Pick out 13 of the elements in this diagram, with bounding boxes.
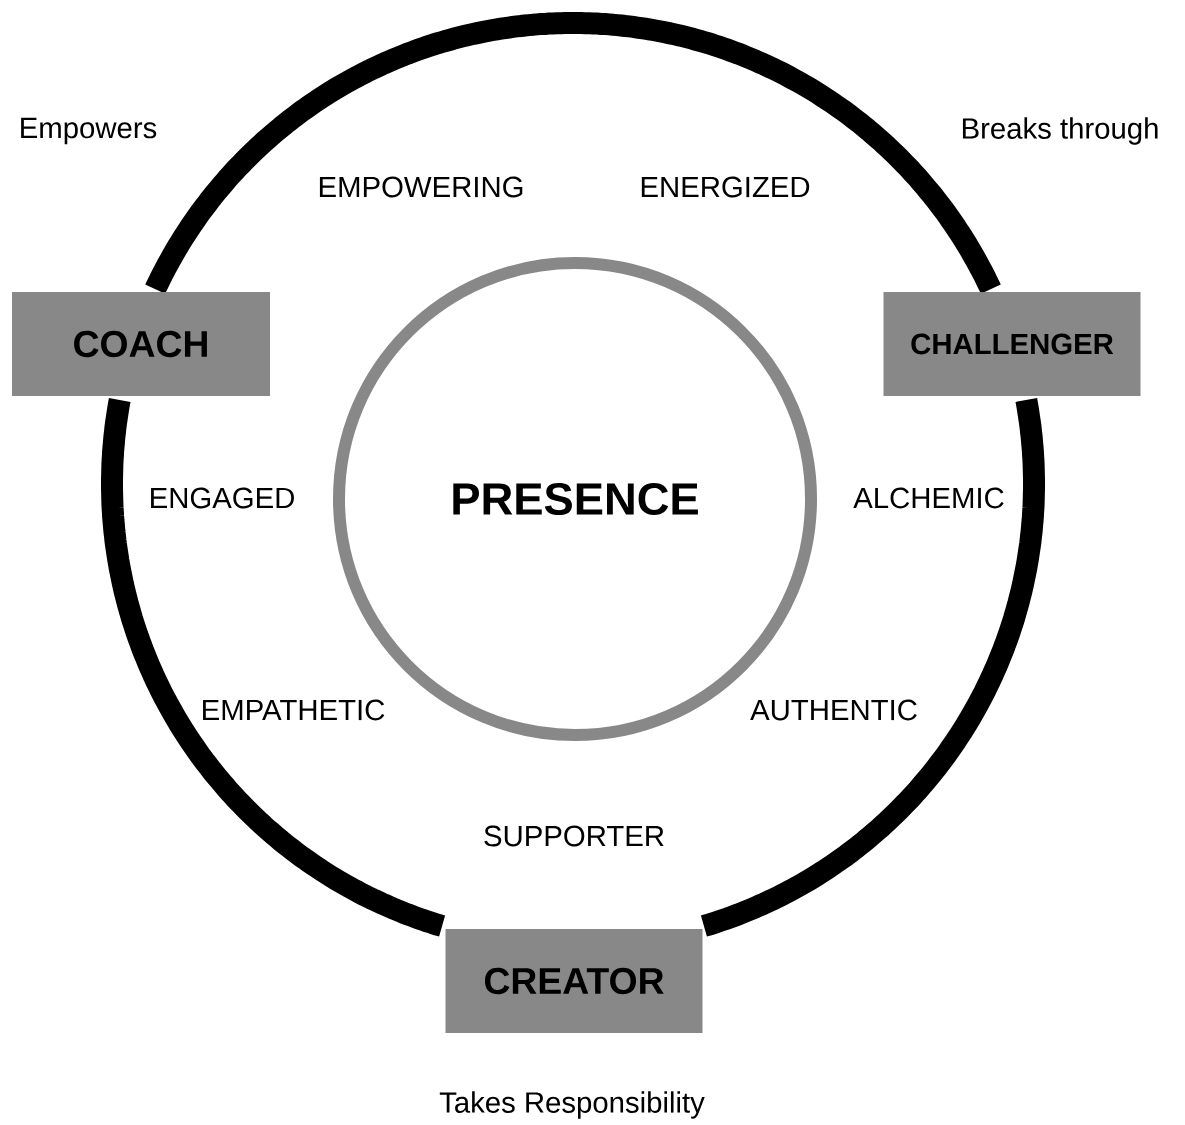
word-label: Empowers [21, 117, 157, 145]
word-label: Takes Responsibility [439, 1091, 705, 1119]
role-box: CREATOR [445, 929, 703, 1033]
word-label: ALCHEMIC [853, 487, 1004, 509]
role-box: COACH [12, 292, 270, 396]
word-label: Breaks through [962, 117, 1158, 145]
word-label: AUTHENTIC [750, 699, 917, 721]
word-label: ENERGIZED [641, 176, 810, 198]
word-label: EMPOWERING [319, 176, 523, 198]
role-box: CHALLENGER [883, 292, 1141, 396]
word-label: ENGAGED [151, 487, 294, 509]
word-label: EMPATHETIC [203, 699, 385, 721]
word-label: SUPPORTER [484, 825, 664, 847]
